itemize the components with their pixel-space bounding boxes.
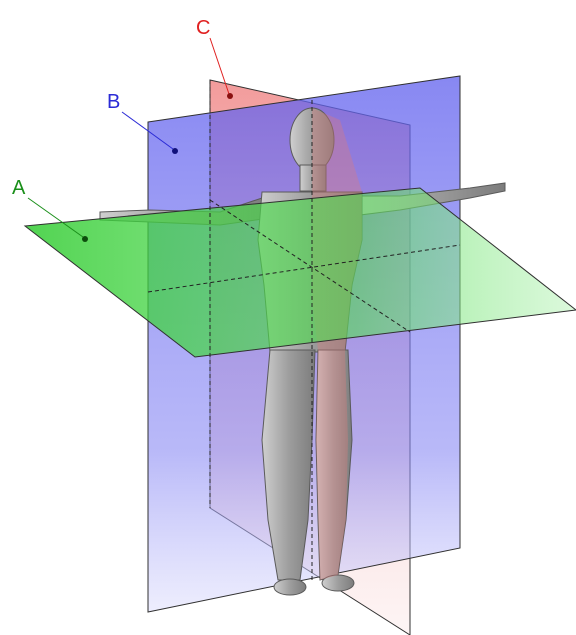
plane-intersection-lines xyxy=(147,80,461,580)
label-a-point xyxy=(82,236,88,242)
label-b-leader xyxy=(121,111,174,150)
left-foot xyxy=(273,578,307,596)
transverse-plane xyxy=(23,187,576,358)
transverse-frontal-intersection xyxy=(147,244,461,293)
left-leg xyxy=(261,349,316,581)
label-c-group: C xyxy=(196,17,233,99)
label-a: A xyxy=(12,177,26,199)
label-a-group: A xyxy=(12,177,88,242)
label-c: C xyxy=(196,17,210,39)
label-c-leader xyxy=(209,37,230,95)
label-b-group: B xyxy=(107,91,178,154)
label-b-point xyxy=(172,148,178,154)
label-c-point xyxy=(227,93,233,99)
transverse-sagittal-intersection xyxy=(209,199,411,333)
label-b: B xyxy=(107,91,120,113)
right-foot xyxy=(321,574,355,592)
label-a-leader xyxy=(27,197,84,238)
neck xyxy=(299,164,327,192)
